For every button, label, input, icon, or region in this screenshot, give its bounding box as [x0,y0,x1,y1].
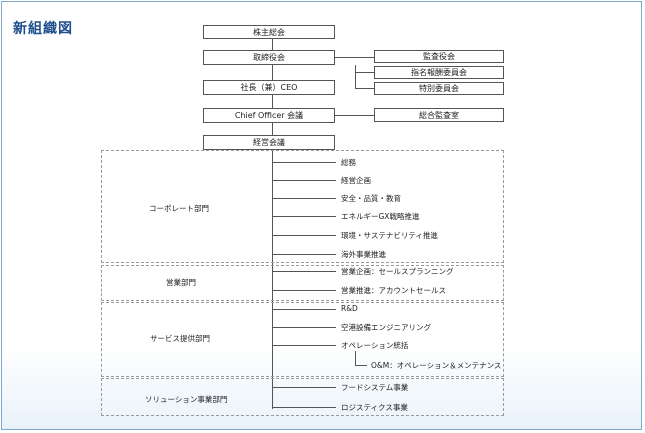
ceo-box: 社長（兼）CEO [203,80,335,95]
branch-line [272,198,336,199]
branch-line [272,327,336,328]
special-connector [355,88,374,89]
dept-corporate-planning: 経営企画 [341,176,371,185]
dept-energy-gx: エネルギーGX戦略推進 [341,212,420,221]
branch-line [272,387,336,388]
branch-line [272,235,336,236]
shareholders-box: 株主総会 [203,25,335,39]
sub-branch-vertical [355,351,356,366]
branch-line [272,180,336,181]
branch-line [272,290,336,291]
nomination-connector [355,72,374,73]
division-label-sales: 営業部門 [166,278,196,287]
board-box: 取締役会 [203,50,335,65]
internal-audit-box: 総合監査室 [374,108,504,122]
special-committee-box: 特別委員会 [374,82,504,95]
audit-room-connector [335,115,374,116]
branch-line [272,162,336,163]
dept-operations: オペレーション統括 [341,341,409,350]
dept-rnd: R&D [341,304,358,313]
sub-branch-horizontal [355,365,367,366]
page-title: 新組織図 [13,21,73,37]
dept-sales-planning: 営業企画：セールスプランニング [341,267,454,276]
dept-general-affairs: 総務 [341,158,356,167]
solution-division-area [101,378,504,416]
service-division-area [101,302,504,377]
dept-airport-engineering: 空港設備エンジニアリング [341,323,431,332]
board-audit-connector [335,57,374,58]
sales-division-area [101,265,504,301]
division-label-corporate: コーポレート部門 [149,204,209,213]
dept-safety-quality: 安全・品質・教育 [341,194,401,203]
branch-line [272,271,336,272]
branch-line [272,407,336,408]
chief-officer-box: Chief Officer 会議 [203,108,335,123]
dept-sustainability: 環境・サステナビリティ推進 [341,231,438,240]
division-label-service: サービス提供部門 [150,334,210,343]
branch-line [272,254,336,255]
audit-box: 監査役会 [374,50,504,63]
dept-logistics: ロジスティクス事業 [341,403,408,412]
management-box: 経営会議 [203,135,335,150]
dept-overseas: 海外事業推進 [341,250,386,259]
dept-food-system: フードシステム事業 [341,383,409,392]
dept-om: O&M：オペレーション＆メンテナンス [371,361,502,370]
division-label-solution: ソリューション事業部門 [145,395,228,404]
branch-line [272,216,336,217]
spine-main [272,150,273,409]
corporate-division-area [101,150,504,263]
nomination-box: 指名報酬委員会 [374,66,504,79]
branch-line [272,345,336,346]
branch-line [272,309,336,310]
dept-account-sales: 営業推進：アカウントセールス [341,286,446,295]
board-committee-branch [355,65,356,89]
